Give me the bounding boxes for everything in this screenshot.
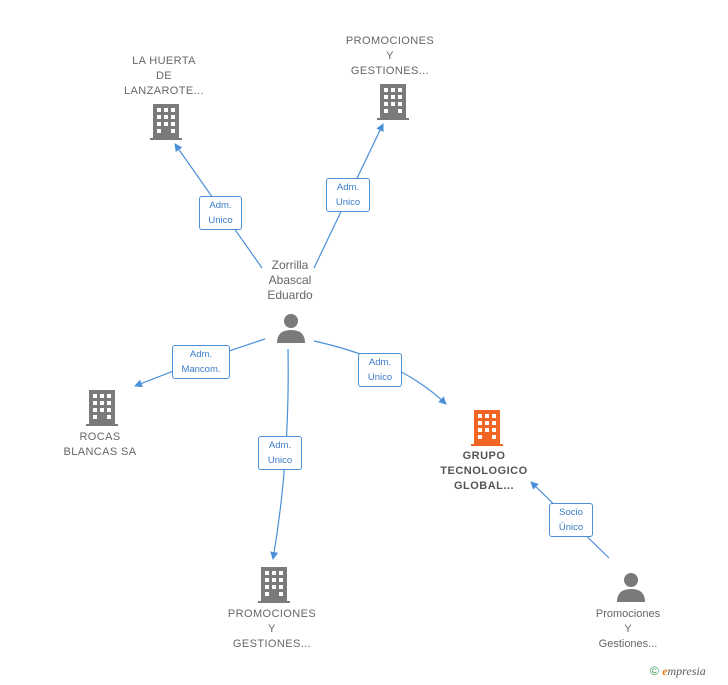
- copyright-brand: © empresia: [650, 664, 706, 679]
- node-label-grupo[interactable]: GRUPO TECNOLOGICO GLOBAL...: [440, 450, 528, 492]
- relation-badge[interactable]: Adm. Mancom.: [172, 345, 230, 379]
- building-icon[interactable]: [86, 390, 118, 426]
- person-icon[interactable]: [276, 313, 306, 343]
- node-label-zorrilla[interactable]: Zorrilla Abascal Eduardo: [267, 258, 313, 302]
- building-icon[interactable]: [377, 84, 409, 120]
- node-label-promo-top[interactable]: PROMOCIONES Y GESTIONES...: [345, 35, 435, 77]
- node-label-promo-person[interactable]: Promociones Y Gestiones...: [595, 608, 661, 650]
- building-icon[interactable]: [471, 410, 503, 446]
- copyright-icon: ©: [650, 664, 659, 678]
- relation-badge[interactable]: Adm. Unico: [258, 436, 302, 470]
- building-icon[interactable]: [150, 104, 182, 140]
- relation-badge[interactable]: Adm. Unico: [199, 196, 242, 230]
- node-label-promo-bottom[interactable]: PROMOCIONES Y GESTIONES...: [227, 608, 317, 650]
- building-icon[interactable]: [258, 567, 290, 603]
- node-label-rocas[interactable]: ROCAS BLANCAS SA: [63, 431, 137, 458]
- relation-badge[interactable]: Socio Único: [549, 503, 593, 537]
- relation-badge[interactable]: Adm. Unico: [326, 178, 370, 212]
- relation-badge[interactable]: Adm. Unico: [358, 353, 402, 387]
- person-icon[interactable]: [616, 572, 646, 602]
- brand-logo: empresia: [662, 664, 706, 678]
- node-label-huerta[interactable]: LA HUERTA DE LANZAROTE...: [124, 55, 204, 97]
